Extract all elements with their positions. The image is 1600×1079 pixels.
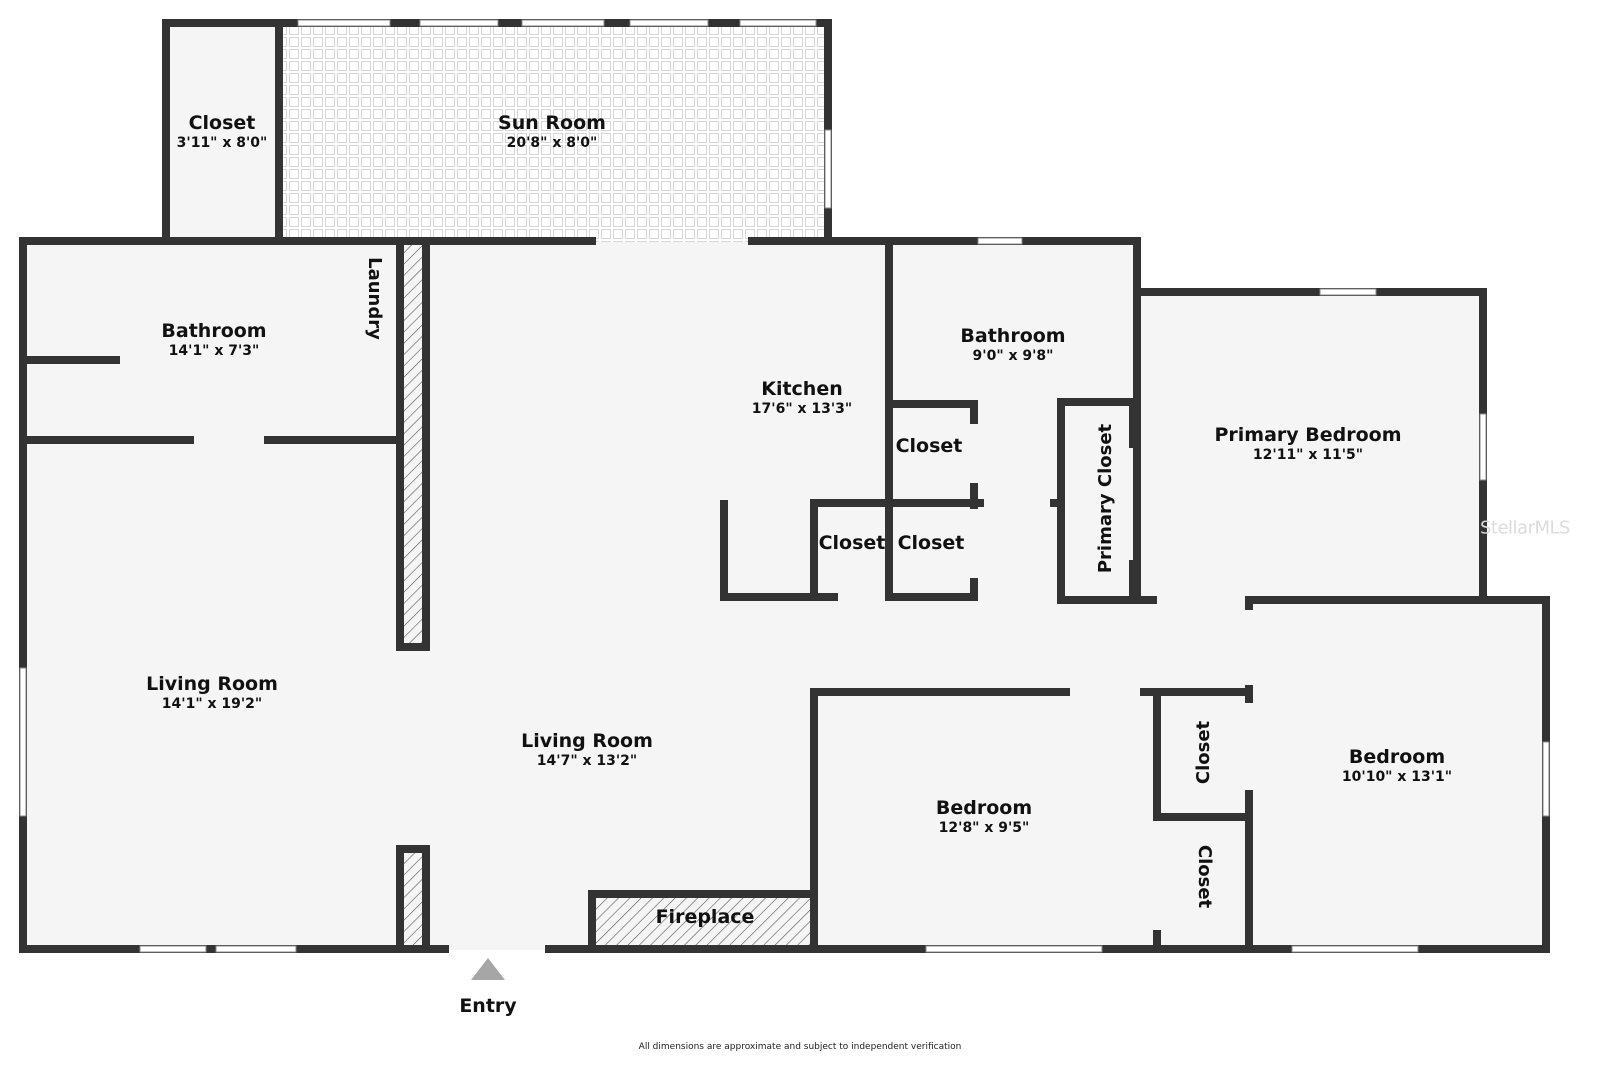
room-name: Fireplace xyxy=(655,906,755,928)
room-bedroom-center: Bedroom 12'8" x 9'5" xyxy=(936,797,1032,837)
room-name: Bathroom xyxy=(960,325,1066,347)
room-living-room-left: Living Room 14'1" x 19'2" xyxy=(146,673,278,713)
room-bathroom-center: Bathroom 9'0" x 9'8" xyxy=(960,325,1065,365)
room-dimensions: 17'6" x 13'3" xyxy=(751,401,853,417)
room-laundry: Laundry xyxy=(363,257,385,340)
hatched-areas xyxy=(404,245,810,945)
room-name: Kitchen xyxy=(761,378,843,400)
room-closet-bedroom-upper: Closet xyxy=(1193,720,1215,785)
room-name: Living Room xyxy=(521,730,653,752)
room-dimensions: 10'10" x 13'1" xyxy=(1341,769,1453,785)
room-dimensions: 14'1" x 7'3" xyxy=(168,343,260,359)
room-name: Closet xyxy=(818,532,886,554)
room-name: Living Room xyxy=(146,673,278,695)
room-closet-kitchen-left: Closet xyxy=(819,532,886,554)
room-fireplace: Fireplace xyxy=(656,906,755,928)
room-name: Closet xyxy=(897,532,965,554)
room-kitchen: Kitchen 17'6" x 13'3" xyxy=(752,378,852,418)
room-dimensions: 12'11" x 11'5" xyxy=(1252,447,1364,463)
room-closet-top: Closet 3'11" x 8'0" xyxy=(177,112,268,152)
room-name: Bedroom xyxy=(935,797,1033,819)
room-primary-bedroom: Primary Bedroom 12'11" x 11'5" xyxy=(1214,424,1401,464)
room-sun-room: Sun Room 20'8" x 8'0" xyxy=(498,112,606,152)
room-name: Sun Room xyxy=(498,112,606,134)
room-name: Bedroom xyxy=(1348,746,1446,768)
room-dimensions: 14'1" x 19'2" xyxy=(161,696,263,712)
entry-arrow-icon xyxy=(471,958,505,980)
room-name: Bathroom xyxy=(161,320,267,342)
windows xyxy=(19,19,1550,953)
room-closet-kitchen-right: Closet xyxy=(898,532,965,554)
room-closet-bath: Closet xyxy=(896,435,963,457)
room-name: Closet xyxy=(895,435,963,457)
room-bedroom-right: Bedroom 10'10" x 13'1" xyxy=(1342,746,1452,786)
room-dimensions: 12'8" x 9'5" xyxy=(938,820,1030,836)
room-closet-bedroom-lower: Closet xyxy=(1194,844,1216,909)
room-dimensions: 20'8" x 8'0" xyxy=(506,135,598,151)
room-dimensions: 3'11" x 8'0" xyxy=(176,135,268,151)
entry-label: Entry xyxy=(459,995,517,1017)
room-bathroom-left: Bathroom 14'1" x 7'3" xyxy=(161,320,266,360)
room-name: Primary Bedroom xyxy=(1214,424,1402,446)
room-living-room-center: Living Room 14'7" x 13'2" xyxy=(521,730,653,770)
room-dimensions: 9'0" x 9'8" xyxy=(972,348,1054,364)
room-primary-closet: Primary Closet xyxy=(1095,423,1117,574)
room-name: Closet xyxy=(188,112,256,134)
floor-areas xyxy=(22,22,1547,950)
footer-disclaimer: All dimensions are approximate and subje… xyxy=(638,1042,962,1052)
room-dimensions: 14'7" x 13'2" xyxy=(536,753,638,769)
watermark: StellarMLS xyxy=(1480,517,1570,539)
